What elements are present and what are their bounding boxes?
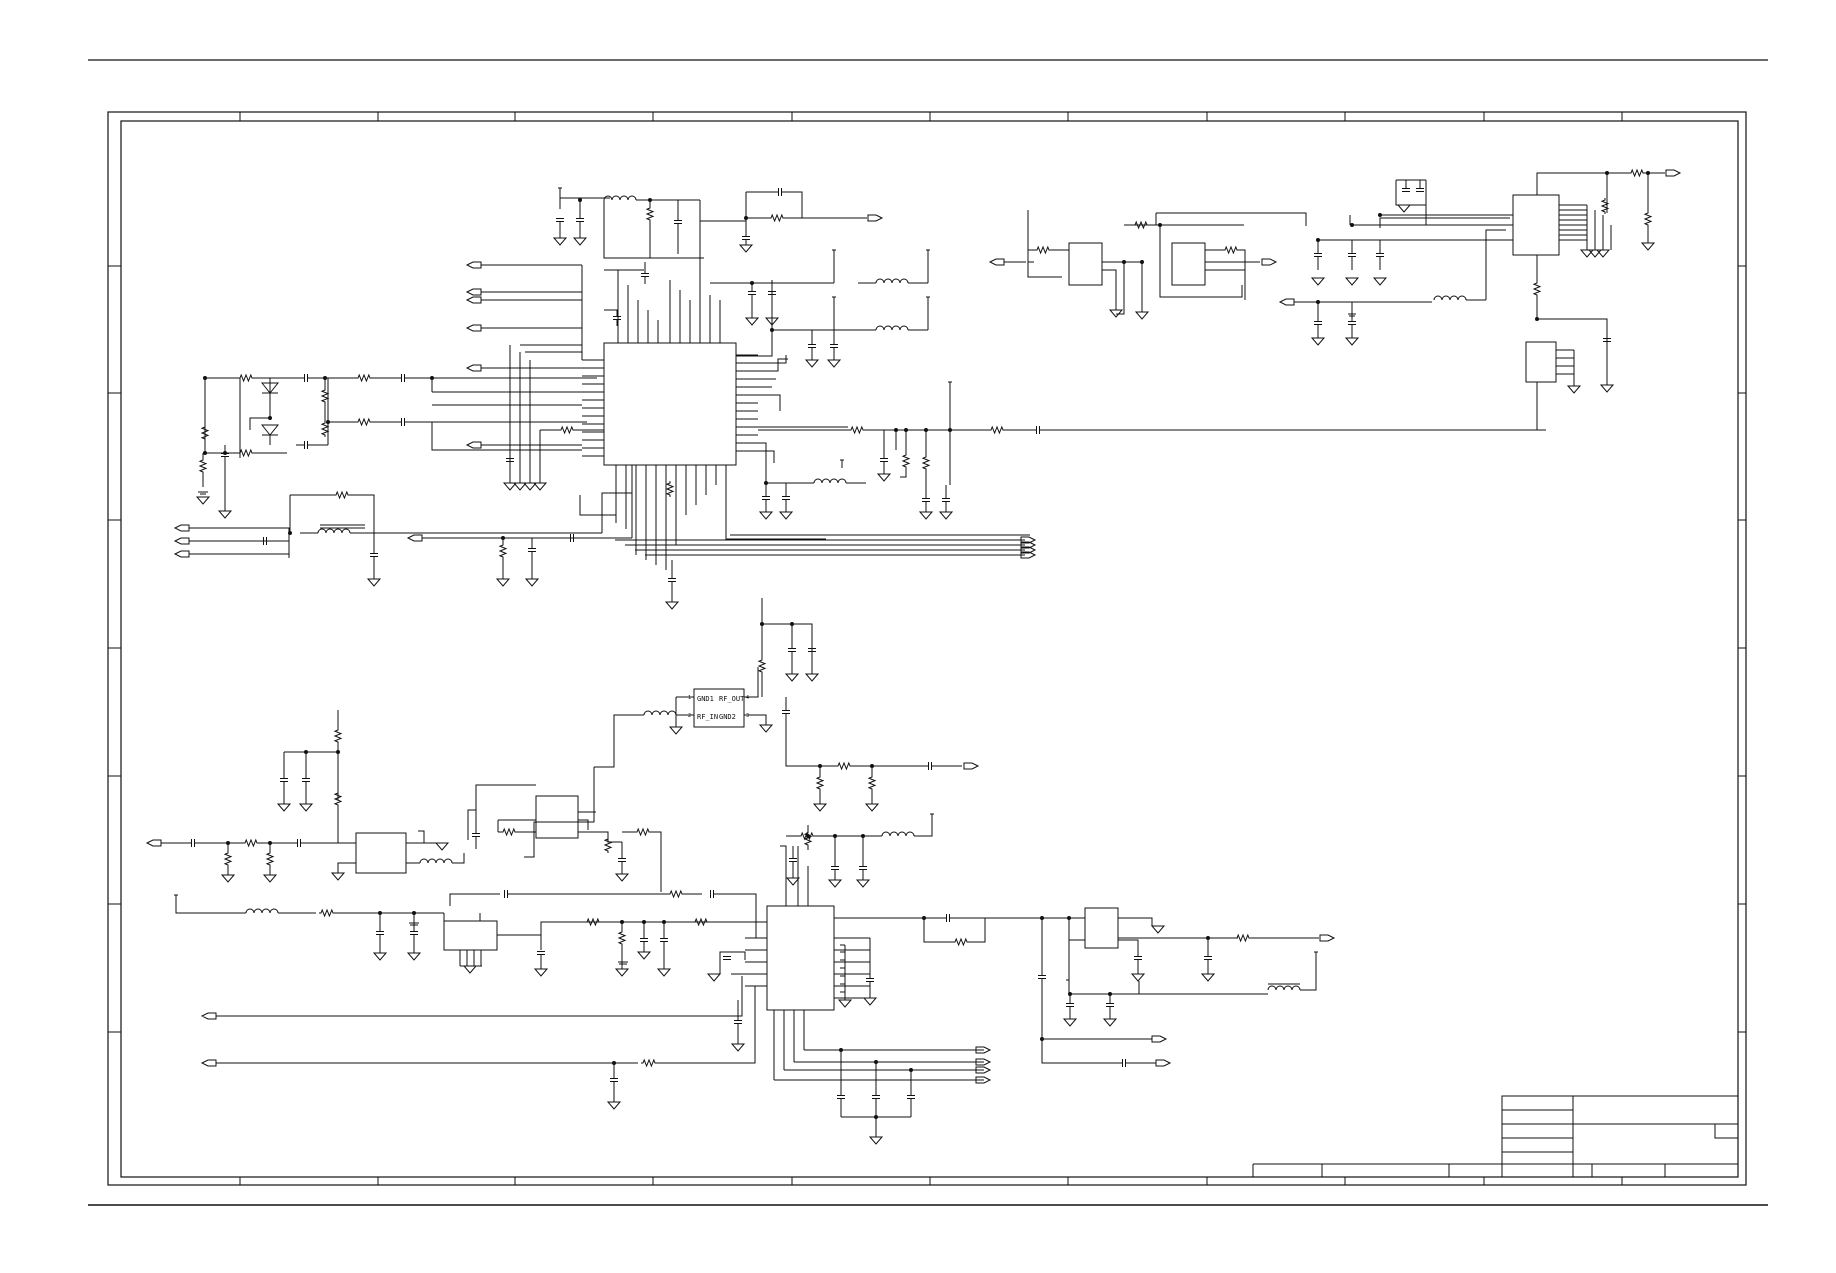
pa-pin-gnd2: GND2 xyxy=(719,713,736,721)
power-amplifier xyxy=(1512,194,1560,256)
transceiver-ic-block xyxy=(174,187,1546,610)
lna-amplifier xyxy=(355,832,407,874)
pa-pin-gnd1: GND1 xyxy=(697,695,714,703)
pa-module xyxy=(693,688,745,728)
rf-balun xyxy=(1084,907,1119,949)
outer-frame xyxy=(107,111,1747,1186)
inner-frame xyxy=(120,120,1739,1178)
transceiver-ic xyxy=(603,342,737,466)
junction-dots xyxy=(203,171,1650,1119)
pa-pin-rf-out: RF_OUT xyxy=(719,695,745,703)
rf-filter xyxy=(535,795,579,839)
pa-pin-num-4: 4 xyxy=(746,695,749,701)
pa-pin-num-1: 1 xyxy=(688,695,691,701)
pa-pin-num-3: 3 xyxy=(746,713,749,719)
rf-switch-1 xyxy=(1068,242,1103,286)
frame-zone-ticks xyxy=(108,112,1746,1185)
rf-detector xyxy=(1525,341,1557,383)
rf-frontend-block: GND1 RF_OUT RF_IN GND2 1 4 2 3 xyxy=(146,598,1335,1145)
transceiver-ic-2 xyxy=(766,905,835,1011)
title-block xyxy=(1252,1095,1739,1178)
pa-pin-num-2: 2 xyxy=(688,713,691,719)
pa-pin-rf-in: RF_IN xyxy=(697,713,718,721)
rf-switch-block xyxy=(989,169,1681,430)
rf-switch-2 xyxy=(1171,242,1206,286)
voltage-regulator xyxy=(443,920,498,951)
